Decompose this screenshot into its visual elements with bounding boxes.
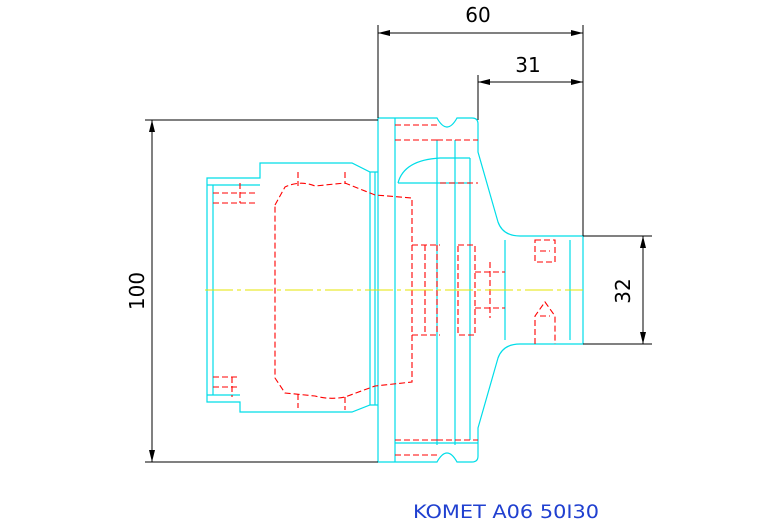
dim-top-outer-label: 60 bbox=[465, 3, 490, 27]
shank-contour bbox=[206, 162, 378, 413]
hidden-slot-bottom bbox=[213, 376, 240, 397]
drawing-title: KOMET A06 50I30 bbox=[413, 501, 599, 523]
dim-right-label: 32 bbox=[611, 278, 635, 303]
dim-left-label: 100 bbox=[125, 272, 149, 310]
hidden-flange-top bbox=[395, 124, 478, 184]
hidden-screw-top bbox=[534, 239, 556, 263]
hidden-slot-top bbox=[213, 183, 258, 204]
drive-slot-contour bbox=[397, 157, 470, 184]
dimensions: 60 31 100 32 bbox=[125, 3, 652, 463]
dim-top-inner-label: 31 bbox=[515, 53, 540, 77]
hidden-flange-bottom bbox=[395, 439, 478, 456]
hidden-screw-bottom bbox=[534, 301, 556, 344]
hidden-cavity-slots bbox=[297, 172, 346, 410]
hidden-cavity bbox=[274, 182, 413, 399]
part-outline bbox=[206, 117, 584, 463]
